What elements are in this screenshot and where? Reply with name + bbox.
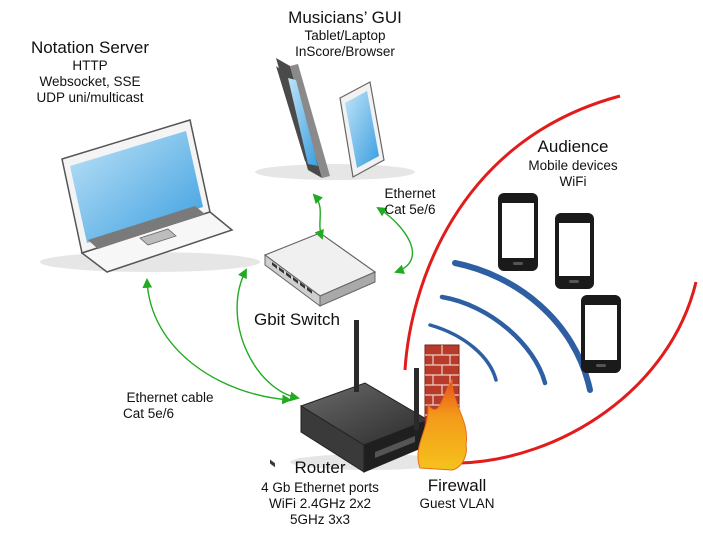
smartphone-icon [498,193,621,373]
firewall-boundary [403,94,698,465]
musicians-gui-line2: InScore/Browser [295,44,395,59]
firewall-icon [417,344,468,471]
audience-line1: Mobile devices [528,158,618,173]
musicians-gui-title: Musicians’ GUI [288,8,402,27]
arrow-switch-router [236,268,300,402]
laptop-icon [40,119,260,273]
musicians-gui-line1: Tablet/Laptop [304,28,386,43]
firewall-line1: Guest VLAN [419,496,495,511]
tablet-icon [255,58,415,180]
arrow-tablet-switch [312,193,324,240]
router-line3: 5GHz 3x3 [289,512,351,527]
audience-line2: WiFi [559,174,587,189]
ethernet-cable-line2: Cat 5e/6 [123,406,175,421]
audience-title: Audience [537,137,609,156]
router-line1: 4 Gb Ethernet ports [261,480,379,495]
ethernet-top-line2: Cat 5e/6 [384,202,436,217]
switch-title: Gbit Switch [254,310,340,329]
notation-server-line2: Websocket, SSE [39,74,141,89]
ethernet-cable-line1: Ethernet cable [126,390,214,405]
notation-server-line1: HTTP [72,58,108,73]
notation-server-line3: UDP uni/multicast [36,90,144,105]
arrow-tablet2-switch [376,206,414,275]
router-icon [290,320,450,473]
router-line2: WiFi 2.4GHz 2x2 [268,496,372,511]
router-title: Router [294,458,346,477]
notation-server-title: Notation Server [30,38,150,57]
firewall-title: Firewall [427,476,487,495]
connection-arrows [142,193,414,405]
ethernet-top-line1: Ethernet [384,186,436,201]
